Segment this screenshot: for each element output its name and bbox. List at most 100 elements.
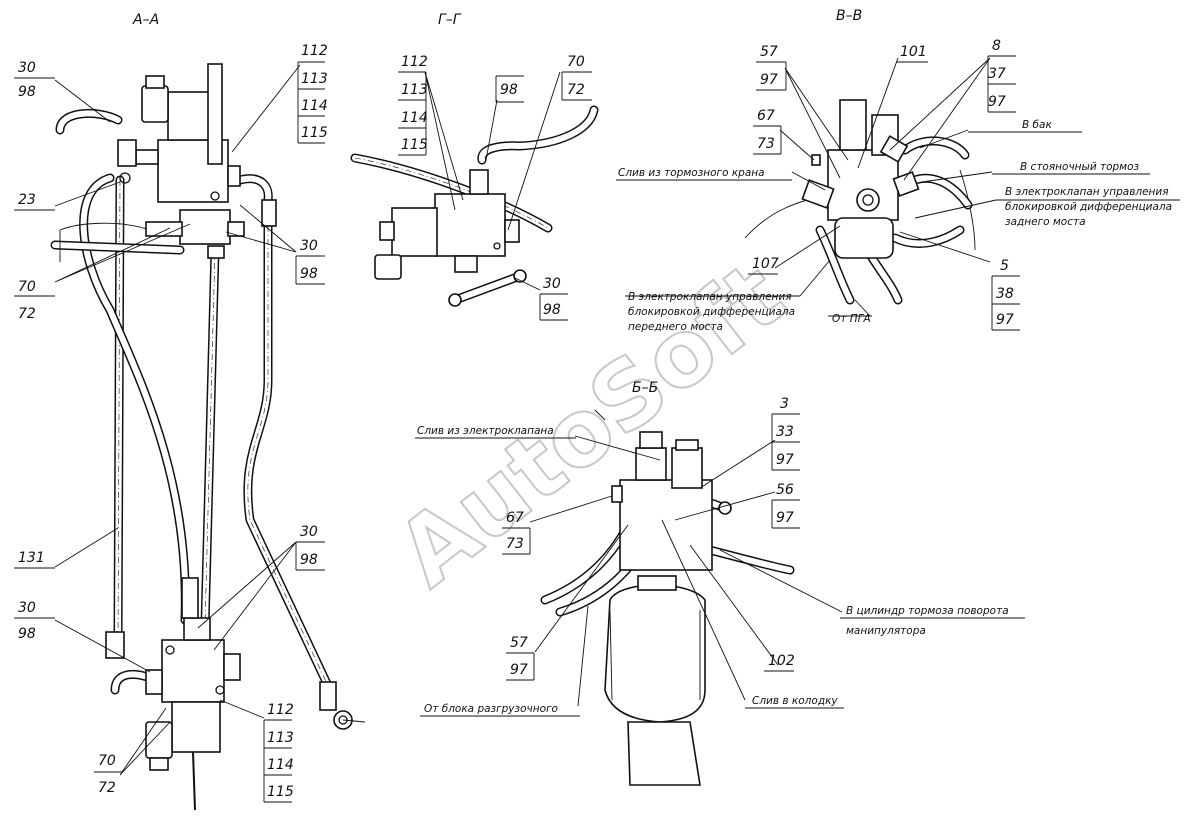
label-sliv-kolodku: Слив в колодку bbox=[752, 695, 838, 707]
svg-text:72: 72 bbox=[98, 780, 116, 796]
svg-text:33: 33 bbox=[776, 424, 794, 440]
svg-text:73: 73 bbox=[506, 536, 524, 552]
callout-bb-57-97: 57 97 bbox=[506, 635, 535, 681]
svg-text:70: 70 bbox=[98, 753, 116, 769]
label-ot-bloka: От блока разгрузочного bbox=[424, 703, 558, 715]
svg-text:101: 101 bbox=[900, 44, 927, 60]
callout-vv-5-38-97: 5 38 97 bbox=[991, 258, 1020, 331]
svg-text:5: 5 bbox=[1000, 258, 1009, 274]
callout-aa-30-98-mid: 30 98 bbox=[295, 238, 325, 285]
svg-text:114: 114 bbox=[267, 757, 294, 773]
svg-text:114: 114 bbox=[401, 110, 428, 126]
view-vv bbox=[744, 57, 997, 317]
svg-text:30: 30 bbox=[543, 276, 561, 292]
svg-text:97: 97 bbox=[760, 72, 778, 88]
callout-bb-102: 102 bbox=[764, 653, 795, 672]
svg-text:38: 38 bbox=[996, 286, 1014, 302]
svg-text:67: 67 bbox=[506, 510, 524, 526]
label-v-stoyanochny: В стояночный тормоз bbox=[1020, 161, 1140, 173]
svg-text:3: 3 bbox=[780, 396, 789, 412]
label-v-elektroklapan-per-2: блокировкой дифференциала bbox=[628, 306, 795, 318]
label-v-cilindr-1: В цилиндр тормоза поворота bbox=[846, 605, 1009, 617]
svg-text:98: 98 bbox=[18, 626, 36, 642]
label-v-cilindr-2: манипулятора bbox=[846, 625, 926, 637]
label-v-bak: В бак bbox=[1022, 119, 1052, 131]
callout-vv-101: 101 bbox=[896, 44, 928, 63]
svg-text:8: 8 bbox=[992, 38, 1001, 54]
svg-text:115: 115 bbox=[401, 137, 428, 153]
callout-vv-67-73: 67 73 bbox=[753, 108, 782, 155]
label-v-elektroklapan-per-1: В электроклапан управления bbox=[628, 291, 792, 303]
callout-gg-98: 98 bbox=[495, 75, 524, 103]
callout-gg-70-72: 70 72 bbox=[561, 54, 592, 101]
label-v-elektroklapan-zad-2: блокировкой дифференциала bbox=[1005, 201, 1172, 213]
svg-text:73: 73 bbox=[757, 136, 775, 152]
callout-aa-70-72-top: 70 72 bbox=[14, 279, 55, 322]
svg-text:112: 112 bbox=[401, 54, 428, 70]
svg-text:98: 98 bbox=[18, 84, 36, 100]
svg-text:30: 30 bbox=[18, 60, 36, 76]
callout-aa-112-115-bottom: 112 113 114 115 bbox=[263, 702, 294, 803]
callout-aa-112-115-top: 112 113 114 115 bbox=[297, 43, 328, 144]
callout-aa-23: 23 bbox=[14, 192, 55, 211]
svg-text:98: 98 bbox=[500, 82, 518, 98]
svg-text:30: 30 bbox=[300, 524, 318, 540]
svg-text:115: 115 bbox=[267, 784, 294, 800]
svg-text:37: 37 bbox=[988, 66, 1006, 82]
svg-text:102: 102 bbox=[768, 653, 795, 669]
flow-labels: В бак Слив из тормозного крана В стояноч… bbox=[415, 119, 1180, 717]
label-sliv-tormoz-kran: Слив из тормозного крана bbox=[618, 167, 765, 179]
svg-text:97: 97 bbox=[996, 312, 1014, 328]
callout-vv-107: 107 bbox=[748, 256, 779, 275]
callout-aa-30-98-top: 30 98 bbox=[14, 60, 55, 100]
svg-text:97: 97 bbox=[776, 452, 794, 468]
svg-text:98: 98 bbox=[300, 266, 318, 282]
svg-text:70: 70 bbox=[567, 54, 585, 70]
svg-text:23: 23 bbox=[18, 192, 36, 208]
section-title-bb: Б–Б bbox=[632, 380, 658, 396]
svg-text:57: 57 bbox=[760, 44, 778, 60]
callout-bb-67-73: 67 73 bbox=[502, 510, 531, 555]
svg-text:67: 67 bbox=[757, 108, 775, 124]
label-v-elektroklapan-zad-1: В электроклапан управления bbox=[1005, 186, 1169, 198]
view-bb bbox=[529, 409, 843, 786]
svg-text:72: 72 bbox=[567, 82, 585, 98]
section-title-vv: В–В bbox=[836, 8, 862, 24]
svg-text:107: 107 bbox=[752, 256, 779, 272]
svg-text:98: 98 bbox=[543, 302, 561, 318]
section-title-aa: А–А bbox=[132, 12, 159, 28]
callout-vv-57-97: 57 97 bbox=[756, 44, 787, 91]
view-gg bbox=[350, 71, 599, 307]
svg-text:97: 97 bbox=[510, 662, 528, 678]
callouts: 30 98 112 113 114 115 23 30 98 70 72 bbox=[14, 38, 1020, 803]
callout-vv-8-37-97: 8 37 97 bbox=[987, 38, 1016, 113]
svg-text:113: 113 bbox=[301, 71, 328, 87]
label-ot-pga: От ПГА bbox=[832, 313, 871, 325]
svg-text:56: 56 bbox=[776, 482, 794, 498]
callout-aa-70-72-bottom: 70 72 bbox=[94, 753, 122, 796]
svg-text:98: 98 bbox=[300, 552, 318, 568]
svg-text:57: 57 bbox=[510, 635, 528, 651]
label-v-elektroklapan-zad-3: заднего моста bbox=[1005, 216, 1086, 228]
section-title-gg: Г–Г bbox=[438, 12, 462, 28]
svg-text:112: 112 bbox=[267, 702, 294, 718]
svg-text:131: 131 bbox=[18, 550, 45, 566]
svg-text:72: 72 bbox=[18, 306, 36, 322]
callout-gg-112-115: 112 113 114 115 bbox=[398, 54, 428, 156]
label-sliv-elektroklapan: Слив из электроклапана bbox=[417, 425, 554, 437]
svg-text:97: 97 bbox=[988, 94, 1006, 110]
svg-text:114: 114 bbox=[301, 98, 328, 114]
callout-bb-56-97: 56 97 bbox=[771, 482, 800, 529]
callout-bb-3-33-97: 3 33 97 bbox=[771, 396, 800, 471]
callout-aa-30-98-left: 30 98 bbox=[14, 600, 55, 642]
label-v-elektroklapan-per-3: переднего моста bbox=[628, 321, 723, 333]
svg-text:113: 113 bbox=[267, 730, 294, 746]
callout-aa-131: 131 bbox=[14, 550, 55, 569]
svg-text:70: 70 bbox=[18, 279, 36, 295]
svg-text:112: 112 bbox=[301, 43, 328, 59]
svg-text:30: 30 bbox=[300, 238, 318, 254]
callout-aa-30-98-low: 30 98 bbox=[295, 524, 325, 571]
view-aa bbox=[50, 63, 366, 811]
callout-gg-30-98: 30 98 bbox=[539, 276, 568, 321]
